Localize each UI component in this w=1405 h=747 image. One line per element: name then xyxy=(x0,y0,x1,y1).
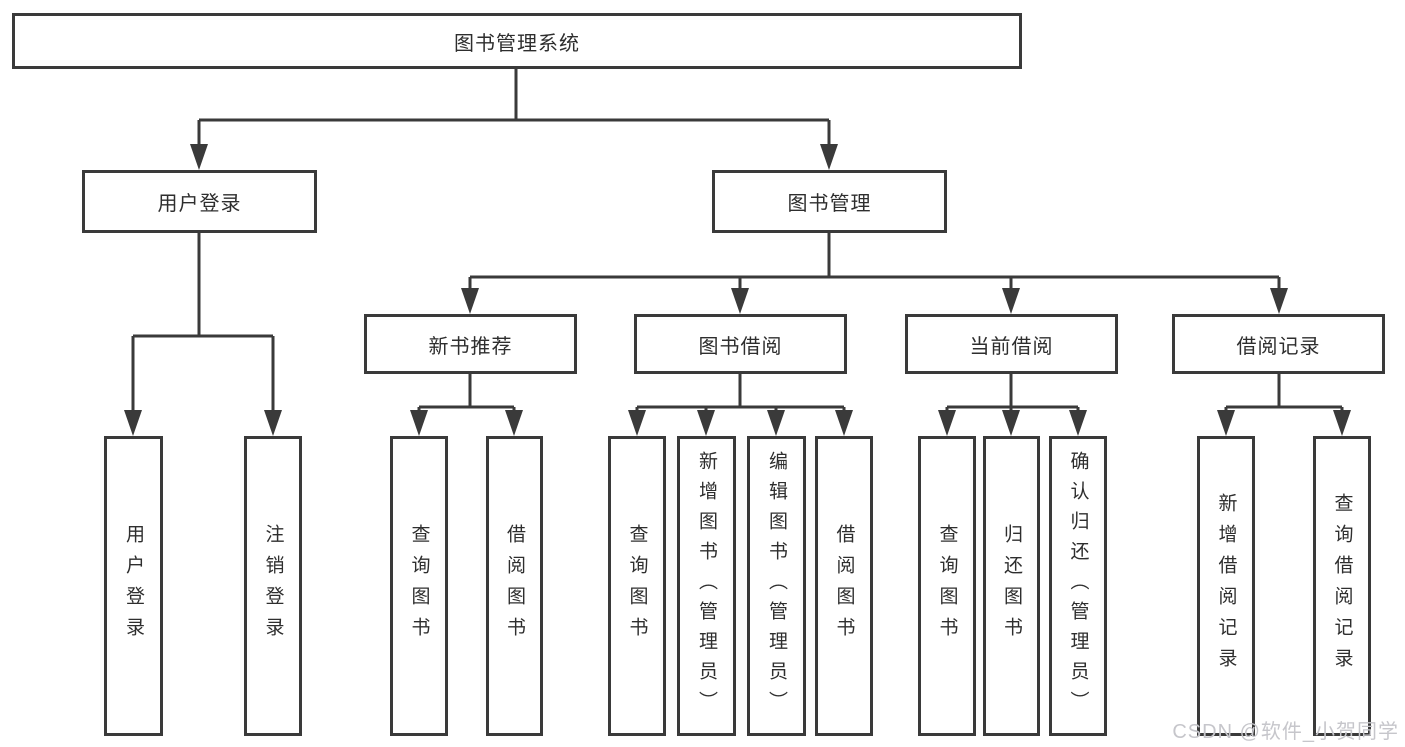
leaf-confirm-return-admin-label: 确认归还（管理员） xyxy=(1067,451,1089,721)
leaf-logout-login: 注销登录 xyxy=(244,436,302,736)
leaf-add-books-admin: 新增图书（管理员） xyxy=(677,436,736,736)
leaf-return-books: 归还图书 xyxy=(983,436,1040,736)
leaf-borrowing-query-books-label: 查询图书 xyxy=(626,524,648,648)
leaf-edit-books-admin-label: 编辑图书（管理员） xyxy=(766,451,787,721)
leaf-current-query-books: 查询图书 xyxy=(918,436,976,736)
watermark: CSDN @软件_小贺同学 xyxy=(1172,721,1399,743)
leaf-edit-books-admin: 编辑图书（管理员） xyxy=(747,436,806,736)
leaf-query-borrow-record-label: 查询借阅记录 xyxy=(1331,493,1353,679)
leaf-recommend-borrow-books-label: 借阅图书 xyxy=(504,524,525,648)
leaf-return-books-label: 归还图书 xyxy=(1001,524,1022,648)
leaf-current-query-books-label: 查询图书 xyxy=(936,524,958,648)
leaf-confirm-return-admin: 确认归还（管理员） xyxy=(1049,436,1107,736)
leaf-borrowing-borrow-books: 借阅图书 xyxy=(815,436,873,736)
node-current-borrowing: 当前借阅 xyxy=(905,314,1118,374)
leaf-query-borrow-record: 查询借阅记录 xyxy=(1313,436,1371,736)
leaf-add-borrow-record: 新增借阅记录 xyxy=(1197,436,1255,736)
leaf-add-borrow-record-label: 新增借阅记录 xyxy=(1215,493,1237,679)
node-book-borrowing: 图书借阅 xyxy=(634,314,847,374)
leaf-add-books-admin-label: 新增图书（管理员） xyxy=(696,451,717,721)
node-library-management-system: 图书管理系统 xyxy=(12,13,1022,69)
node-user-login: 用户登录 xyxy=(82,170,317,233)
leaf-recommend-query-books: 查询图书 xyxy=(390,436,448,736)
leaf-borrowing-borrow-books-label: 借阅图书 xyxy=(833,524,855,648)
leaf-recommend-query-books-label: 查询图书 xyxy=(408,524,430,648)
node-borrowing-records: 借阅记录 xyxy=(1172,314,1385,374)
node-new-book-recommendation: 新书推荐 xyxy=(364,314,577,374)
leaf-user-login: 用户登录 xyxy=(104,436,163,736)
leaf-user-login-label: 用户登录 xyxy=(123,524,144,648)
leaf-recommend-borrow-books: 借阅图书 xyxy=(486,436,543,736)
leaf-borrowing-query-books: 查询图书 xyxy=(608,436,666,736)
leaf-logout-login-label: 注销登录 xyxy=(262,524,284,648)
node-book-management: 图书管理 xyxy=(712,170,947,233)
